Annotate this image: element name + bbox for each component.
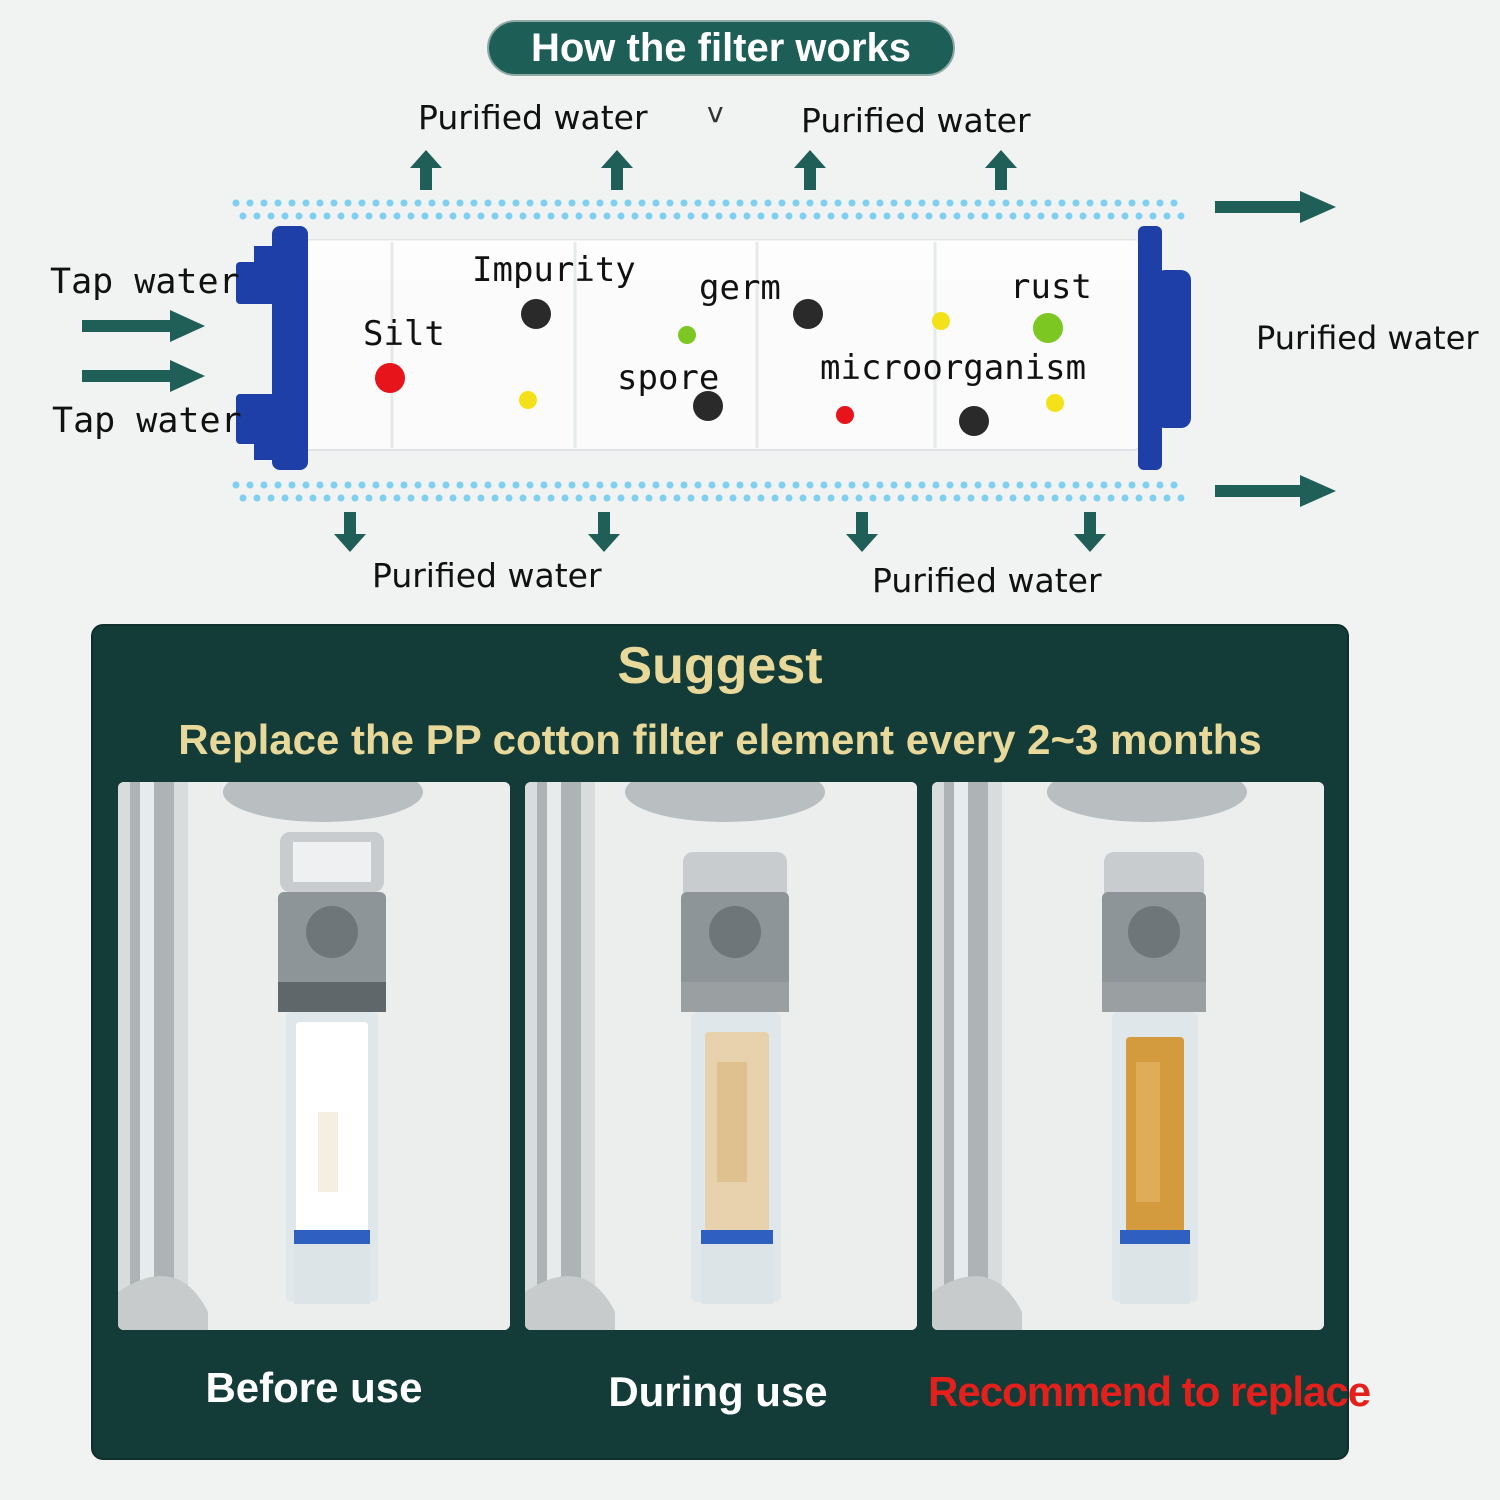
page-title: How the filter works (487, 20, 955, 76)
bottom-dotted-line (232, 481, 1189, 502)
label-spore: spore (617, 358, 720, 398)
suggest-subheading: Replace the PP cotton filter element eve… (178, 716, 1262, 763)
top-dotted-line (232, 199, 1189, 220)
contaminant-dots (375, 299, 1064, 436)
top-label-left: Purified water (418, 98, 648, 137)
filter-diagram (82, 150, 1336, 552)
up-arrows (410, 150, 1017, 190)
outflow-label: Purified water (1256, 319, 1479, 357)
inflow-label-top: Tap water (50, 262, 240, 302)
bottom-label-right: Purified water (872, 561, 1102, 600)
suggest-heading: Suggest (617, 637, 823, 695)
filter-cartridge (236, 226, 1191, 470)
label-silt: Silt (363, 314, 445, 354)
left-cap (236, 226, 308, 470)
photo-during-use (525, 782, 917, 1330)
right-cap (1138, 226, 1191, 470)
label-germ: germ (699, 268, 781, 308)
photo-before-use (118, 782, 510, 1330)
label-microorganism: microorganism (820, 348, 1087, 388)
photo-recommend-replace (932, 782, 1324, 1330)
inflow-label-bottom: Tap water (52, 401, 242, 441)
down-arrows (334, 512, 1106, 552)
bottom-label-left: Purified water (372, 556, 602, 595)
inflow-arrows (82, 310, 205, 392)
caption-recommend-replace: Recommend to replace (928, 1368, 1371, 1415)
stray-mark: v (707, 96, 724, 129)
top-label-right: Purified water (801, 101, 1031, 140)
outflow-arrows (1215, 191, 1336, 507)
caption-before-use: Before use (205, 1364, 423, 1411)
label-impurity: Impurity (472, 250, 636, 290)
label-rust: rust (1010, 267, 1092, 307)
caption-during-use: During use (608, 1368, 828, 1415)
